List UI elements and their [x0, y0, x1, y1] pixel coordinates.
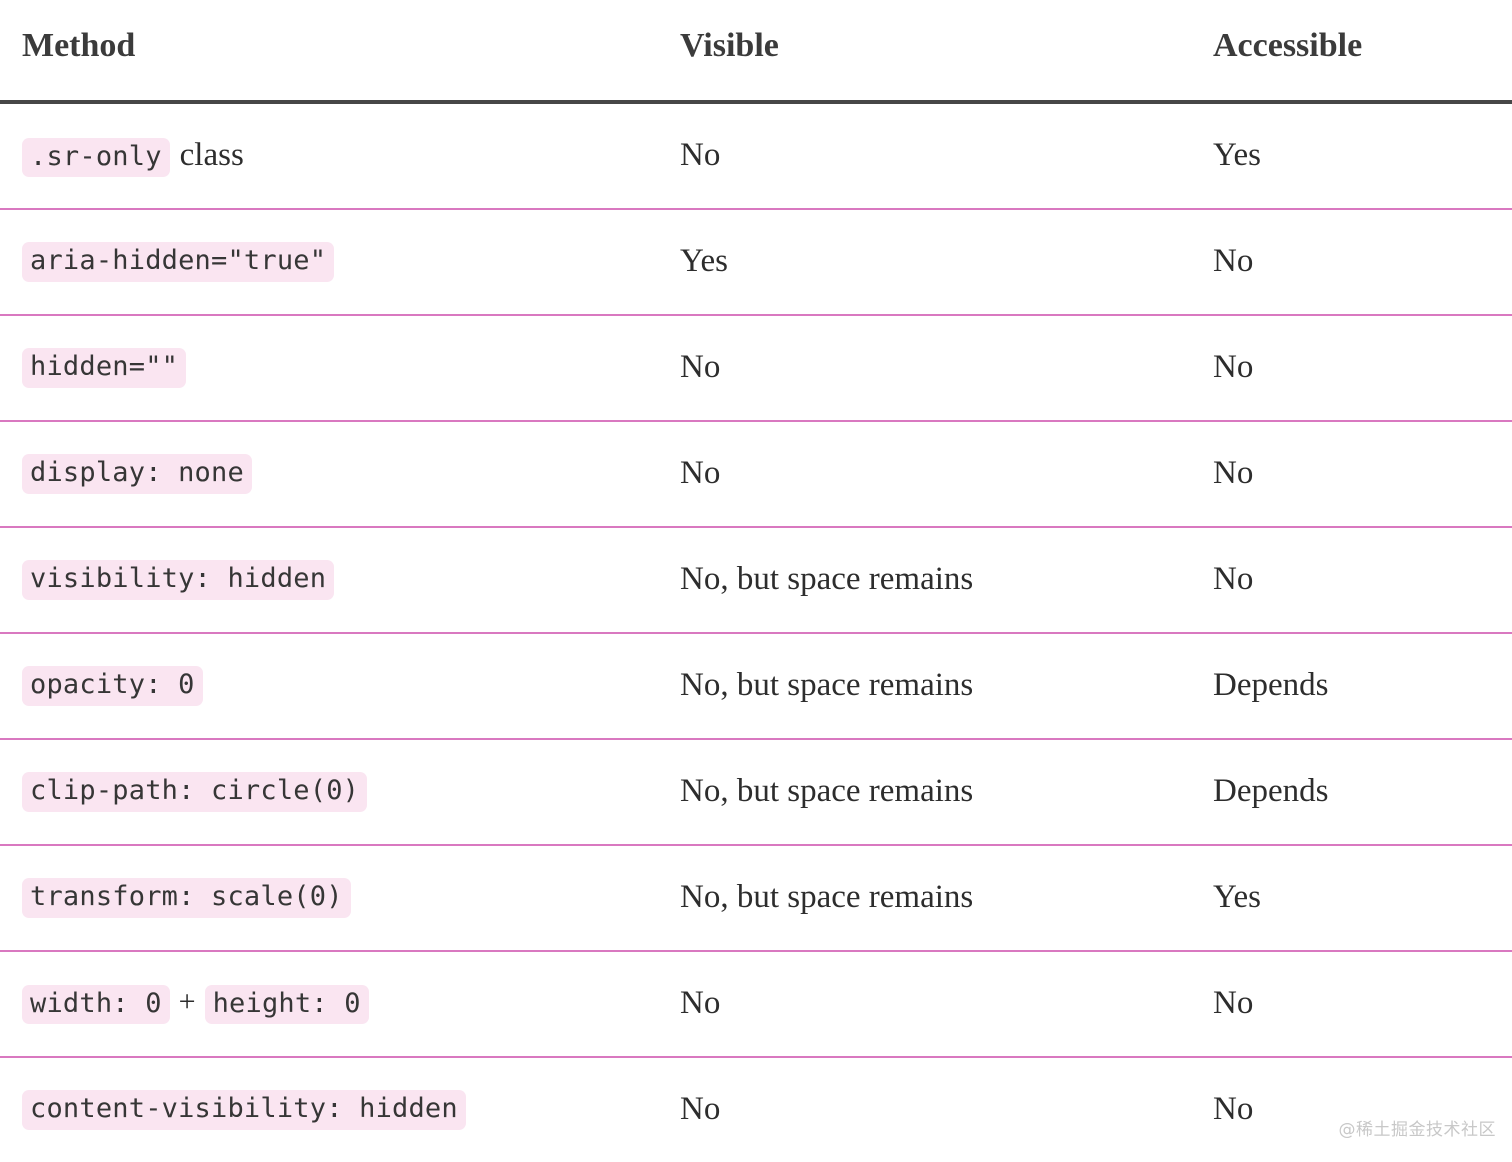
- cell-visible: No, but space remains: [680, 633, 1213, 740]
- cell-method: transform: scale(0): [0, 845, 680, 952]
- code-chip: clip-path: circle(0): [22, 772, 368, 812]
- method-content: aria-hidden="true": [22, 242, 680, 282]
- cell-method: display: none: [0, 421, 680, 528]
- code-chip: visibility: hidden: [22, 560, 335, 600]
- cell-method: opacity: 0: [0, 633, 680, 740]
- cell-method: width: 0+height: 0: [0, 951, 680, 1058]
- cell-accessible: No: [1213, 209, 1512, 316]
- code-chip: height: 0: [204, 984, 369, 1025]
- cell-accessible: Yes: [1213, 102, 1512, 210]
- table-row: clip-path: circle(0) No, but space remain…: [0, 739, 1512, 846]
- code-chip: display: none: [22, 454, 252, 494]
- cell-accessible: No: [1213, 1091, 1254, 1128]
- method-content: width: 0+height: 0: [22, 984, 680, 1025]
- cell-visible: No: [680, 102, 1213, 210]
- code-chip: width: 0: [22, 984, 170, 1025]
- code-chip: hidden="": [22, 348, 187, 388]
- table-row: content-visibility: hidden No No: [0, 1057, 1512, 1162]
- cell-accessible: No: [1213, 421, 1512, 528]
- cell-method: content-visibility: hidden: [0, 1057, 680, 1162]
- cell-method: visibility: hidden: [0, 527, 680, 634]
- method-content: opacity: 0: [22, 666, 680, 706]
- method-content: clip-path: circle(0): [22, 772, 680, 812]
- cell-accessible: Depends: [1213, 739, 1512, 846]
- code-chip: opacity: 0: [22, 666, 203, 706]
- column-header-visible: Visible: [680, 0, 1213, 104]
- method-content: display: none: [22, 454, 680, 494]
- table-header: Method Visible Accessible: [0, 0, 1512, 104]
- method-content: transform: scale(0): [22, 878, 680, 918]
- cell-visible: No: [680, 421, 1213, 528]
- method-suffix-text: class: [179, 136, 244, 173]
- code-chip: .sr-only: [22, 137, 170, 178]
- cell-visible: Yes: [680, 209, 1213, 316]
- method-content: content-visibility: hidden: [22, 1090, 680, 1130]
- cell-method: clip-path: circle(0): [0, 739, 680, 846]
- cell-accessible: Depends: [1213, 633, 1512, 740]
- watermark: @稀土掘金技术社区: [1338, 1120, 1496, 1140]
- cell-accessible: No: [1213, 315, 1512, 422]
- cell-visible: No: [680, 315, 1213, 422]
- code-chip: transform: scale(0): [22, 878, 351, 918]
- cell-visible: No: [680, 1091, 721, 1128]
- cell-accessible: Yes: [1213, 845, 1512, 952]
- code-chip: aria-hidden="true": [22, 242, 335, 282]
- table-header-row: Method Visible Accessible: [0, 0, 1512, 104]
- table-row: transform: scale(0) No, but space remains…: [0, 845, 1512, 952]
- method-content: visibility: hidden: [22, 560, 680, 600]
- code-chip: content-visibility: hidden: [22, 1090, 466, 1130]
- cell-visible: No, but space remains: [680, 845, 1213, 952]
- column-header-method: Method: [0, 0, 680, 104]
- cell-visible: No, but space remains: [680, 527, 1213, 634]
- column-header-accessible: Accessible: [1213, 0, 1512, 104]
- cell-method: hidden="": [0, 315, 680, 422]
- cell-accessible: No: [1213, 951, 1512, 1058]
- cell-accessible: No: [1213, 527, 1512, 634]
- cell-visible: No: [680, 951, 1213, 1058]
- plus-separator-icon: +: [178, 984, 196, 1018]
- cell-method: aria-hidden="true": [0, 209, 680, 316]
- cell-visible: No, but space remains: [680, 739, 1213, 846]
- method-content: hidden="": [22, 348, 680, 388]
